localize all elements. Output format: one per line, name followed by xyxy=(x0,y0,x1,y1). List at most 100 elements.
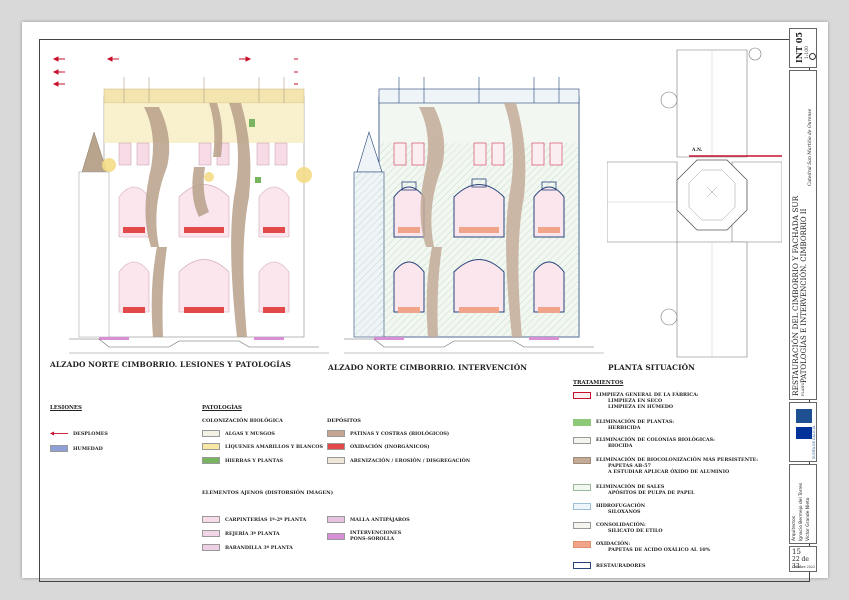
plano-label: PLANO xyxy=(801,382,805,397)
treatment-line2: HERBICIDA xyxy=(608,425,641,431)
code-box: INT 05 1:100 xyxy=(789,28,817,68)
treatments-title: TRATAMIENTOS xyxy=(573,380,624,386)
legend-item-humedad: HUMEDAD xyxy=(50,445,103,452)
drawing-sheet: A.N. ALZADO NORTE CIMBORRIO. LESIONES Y … xyxy=(22,22,828,582)
swatch xyxy=(202,530,220,537)
treatment-line1: ELIMINACIÓN DE BIOCOLONIZACIÓN MÁS PERSI… xyxy=(596,457,759,463)
swatch xyxy=(202,443,220,450)
legend-item-liquenes: LÍQUENES AMARILLOS Y BLANCOS xyxy=(202,443,323,450)
legend-item-arenizacion: ARENIZACIÓN / EROSIÓN / DISGREGACIÓN xyxy=(327,457,470,464)
treatment-item-oxidacion: OXIDACIÓN:PAPETAS DE ÁCIDO OXÁLICO AL 10… xyxy=(573,541,710,553)
treatment-line2: APÓSITOS DE PULPA DE PAPEL xyxy=(608,490,695,496)
arrow-left-icon xyxy=(50,431,68,436)
legend-label: INTERVENCIONES xyxy=(350,530,402,536)
elevation-lesions-title: ALZADO NORTE CIMBORRIO. LESIONES Y PATOL… xyxy=(50,360,292,369)
project-box: RESTAURACIÓN DEL CIMBORRIO Y FACHADA SUR… xyxy=(789,70,817,400)
architect-2: Víctor Grande Nieto xyxy=(806,497,811,541)
legend-label: CARPINTERÍAS 1ª-2ª PLANTA xyxy=(225,516,307,523)
swatch xyxy=(573,562,591,569)
legend-label-2: PONS-SOROLLA xyxy=(350,536,395,542)
title-block: INT 05 1:100 RESTAURACIÓN DEL CIMBORRIO … xyxy=(783,22,828,578)
treatment-line1: ELIMINACIÓN DE SALES xyxy=(596,484,665,490)
legend-item-algas: ALGAS Y MUSGOS xyxy=(202,430,275,437)
swatch xyxy=(202,430,220,437)
swatch xyxy=(573,392,591,399)
legend-item-barandilla: BARANDILLA 3ª PLANTA xyxy=(202,544,293,551)
plan-marker-label: A.N. xyxy=(692,148,703,153)
treatment-line3: A ESTUDIAR APLICAR ÓXIDO DE ALUMINIO xyxy=(608,469,730,475)
treatment-item-biocolonizacion: ELIMINACIÓN DE BIOCOLONIZACIÓN MÁS PERSI… xyxy=(573,457,758,475)
swatch xyxy=(573,419,591,426)
treatment-line2: PAPETAS AB-57 xyxy=(608,463,651,469)
elevation-intervention-drawing xyxy=(344,77,604,354)
treatment-line1: HIDROFUGACIÓN xyxy=(596,503,646,509)
treatment-line2: BIOCIDA xyxy=(608,443,633,449)
treatment-text: LIMPIEZA GENERAL DE LA FÁBRICA:LIMPIEZA … xyxy=(596,392,699,410)
legend-item-rejeria: REJERÍA 3ª PLANTA xyxy=(202,530,280,537)
treatment-text: ELIMINACIÓN DE COLONIAS BIOLÓGICAS:BIOCI… xyxy=(596,437,715,449)
sheet-of: 22 de 33 xyxy=(792,556,809,570)
treatment-text: ELIMINACIÓN DE BIOCOLONIZACIÓN MÁS PERSI… xyxy=(596,457,758,475)
treatment-item-limpieza: LIMPIEZA GENERAL DE LA FÁBRICA:LIMPIEZA … xyxy=(573,392,699,410)
swatch xyxy=(573,541,591,548)
swatch xyxy=(327,516,345,523)
building-name: Catedral San Martiño de Ourense xyxy=(808,108,813,186)
legend-label: LÍQUENES AMARILLOS Y BLANCOS xyxy=(225,443,323,450)
swatch xyxy=(327,443,345,450)
legend-label: REJERÍA 3ª PLANTA xyxy=(225,530,280,537)
site-plan-drawing xyxy=(607,47,782,358)
legend-label-group: INTERVENCIONES PONS-SOROLLA xyxy=(350,530,401,542)
treatment-line2: SILICATO DE ETILO xyxy=(608,528,663,534)
legend-item-oxidacion: OXIDACIÓN (INORGÁNICOS) xyxy=(327,443,429,450)
legend-item-desplomes: DESPLOMES xyxy=(50,430,108,437)
logo-box: XUNTA DE GALICIA xyxy=(789,402,817,462)
xunta-logo xyxy=(796,409,812,423)
legend-label: BARANDILLA 3ª PLANTA xyxy=(225,544,293,551)
legend-label: OXIDACIÓN (INORGÁNICOS) xyxy=(350,443,430,450)
logo-text: XUNTA DE GALICIA xyxy=(812,425,816,459)
legend-item-intervenciones: INTERVENCIONES PONS-SOROLLA xyxy=(327,530,401,542)
treatment-line1: CONSOLIDACIÓN: xyxy=(596,522,646,528)
legend-label: ARENIZACIÓN / EROSIÓN / DISGREGACIÓN xyxy=(350,457,471,464)
swatch xyxy=(202,516,220,523)
treatment-line2: SILOXANOS xyxy=(608,509,641,515)
legend-label: PÁTINAS Y COSTRAS (BIOLÓGICOS) xyxy=(350,430,450,437)
colonization-title: COLONIZACIÓN BIOLÓGICA xyxy=(202,418,283,424)
swatch xyxy=(573,503,591,510)
treatment-line2: LIMPIEZA EN SECO xyxy=(608,398,663,404)
swatch xyxy=(202,544,220,551)
foreign-elements-title: ELEMENTOS AJENOS (DISTORSIÓN IMAGEN) xyxy=(202,490,334,496)
pathologies-title: PATOLOGÍAS xyxy=(202,405,242,411)
treatment-item-restauradores: RESTAURADORES xyxy=(573,562,645,569)
elevation-intervention-title: ALZADO NORTE CIMBORRIO. INTERVENCIÓN xyxy=(328,363,528,372)
legend-label: HIERBAS Y PLANTAS xyxy=(225,457,284,464)
legend-item-hierbas: HIERBAS Y PLANTAS xyxy=(202,457,283,464)
architects-box: Arquitectos Ignacio Bermejo del Torres V… xyxy=(789,464,817,544)
treatment-line1: LIMPIEZA GENERAL DE LA FÁBRICA: xyxy=(596,392,699,398)
north-icon xyxy=(809,53,816,60)
legend-label: MALLA ANTIPÁJAROS xyxy=(350,516,410,523)
elevation-lesions-drawing xyxy=(52,56,329,354)
plano-title: PATOLOGÍAS E INTERVENCIÓN. CIMBORRIO II xyxy=(800,208,808,383)
swatch xyxy=(202,457,220,464)
deposits-title: DEPÓSITOS xyxy=(327,418,361,424)
swatch xyxy=(327,430,345,437)
swatch xyxy=(50,445,68,452)
swatch xyxy=(573,522,591,529)
treatment-line1: ELIMINACIÓN DE COLONIAS BIOLÓGICAS: xyxy=(596,437,715,443)
eu-flag-icon xyxy=(796,427,812,439)
project-title: RESTAURACIÓN DEL CIMBORRIO Y FACHADA SUR xyxy=(791,195,800,396)
swatch xyxy=(573,437,591,444)
displacement-arrows xyxy=(52,56,298,87)
treatment-text: CONSOLIDACIÓN:SILICATO DE ETILO xyxy=(596,522,663,534)
sheet-number: 15 xyxy=(792,548,801,556)
lesions-title: LESIONES xyxy=(50,405,82,411)
architect-1: Ignacio Bermejo del Torres xyxy=(799,482,804,541)
sheet-date: Octubre 2022 xyxy=(792,565,816,569)
legend-item-malla: MALLA ANTIPÁJAROS xyxy=(327,516,410,523)
legend-item-patinas: PÁTINAS Y COSTRAS (BIOLÓGICOS) xyxy=(327,430,449,437)
treatment-text: ELIMINACIÓN DE PLANTAS:HERBICIDA xyxy=(596,419,674,431)
